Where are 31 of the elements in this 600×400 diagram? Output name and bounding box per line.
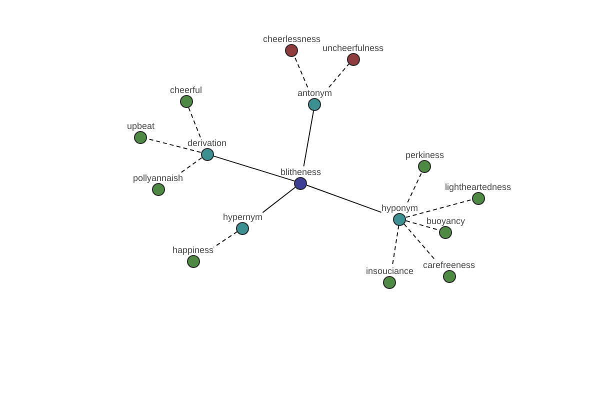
dashed-connector-line bbox=[406, 220, 440, 231]
node-label: perkiness bbox=[406, 150, 444, 160]
connector-line bbox=[262, 186, 296, 214]
dashed-connector-line bbox=[213, 231, 238, 248]
dashed-connector-line bbox=[180, 157, 202, 173]
connector-line bbox=[303, 110, 314, 167]
node-label: cheerful bbox=[170, 84, 202, 94]
node-label: happiness bbox=[172, 244, 214, 254]
dashed-connector-line bbox=[404, 223, 436, 260]
node-label: antonym bbox=[298, 88, 332, 98]
dashed-connector-line bbox=[406, 199, 472, 218]
dashed-connector-line bbox=[146, 138, 202, 153]
dashed-connector-line bbox=[328, 63, 350, 88]
node-label: hypernym bbox=[223, 212, 263, 222]
node-label: cheerlessness bbox=[263, 34, 321, 44]
node-label: lightheartedness bbox=[445, 182, 512, 192]
dashed-connector-line bbox=[407, 171, 422, 203]
node-label: blitheness bbox=[280, 166, 322, 176]
node-label: insouciance bbox=[366, 266, 414, 276]
node-label: pollyannaish bbox=[133, 172, 184, 182]
node-label: upbeat bbox=[127, 120, 155, 130]
connector-line bbox=[212, 155, 296, 182]
node-label: carefreeness bbox=[423, 260, 476, 270]
node-label: hyponym bbox=[382, 202, 418, 212]
node-label: buoyancy bbox=[426, 216, 466, 226]
dashed-connector-line bbox=[188, 106, 201, 138]
connector-line bbox=[306, 184, 382, 213]
dashed-connector-line bbox=[294, 55, 308, 88]
node-label: uncheerfulness bbox=[322, 42, 384, 52]
node-label: derivation bbox=[188, 138, 227, 148]
dashed-connector-line bbox=[392, 224, 400, 266]
